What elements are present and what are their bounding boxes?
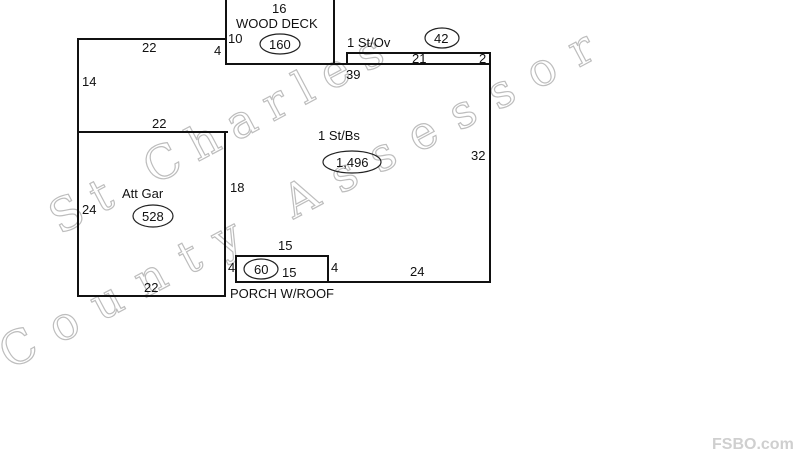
- building-outlines: [77, 0, 491, 297]
- wood-deck-area: 160: [269, 37, 291, 52]
- upper-left-room-outline: [77, 38, 227, 132]
- porch-name: PORCH W/ROOF: [230, 286, 334, 301]
- main-house-dim-right: 32: [471, 148, 485, 163]
- porch-dim-bottom: 15: [282, 265, 296, 280]
- porch-dim-left: 4: [228, 260, 235, 275]
- garage-area-ellipse: [132, 204, 174, 228]
- wood-deck-dim-step: 4: [214, 43, 221, 58]
- main-house-area-ellipse: [322, 150, 382, 174]
- main-house-area: 1,496: [336, 155, 369, 170]
- porch-outline: [235, 255, 329, 283]
- second-story-dim-side: 2: [479, 51, 486, 66]
- second-story-dim-offset: 39: [346, 67, 360, 82]
- wood-deck-dim-top: 16: [272, 1, 286, 16]
- porch-area: 60: [254, 262, 268, 277]
- wood-deck-name: WOOD DECK: [236, 16, 318, 31]
- assessor-watermark: St Charles County Assessor: [0, 9, 621, 380]
- garage-dim-side: 24: [82, 202, 96, 217]
- second-story-area: 42: [434, 31, 448, 46]
- second-story-name: 1 St/Ov: [347, 35, 391, 50]
- wood-deck-outline: [225, 0, 335, 65]
- porch-dim-right: 4: [331, 260, 338, 275]
- main-house-outline: [328, 63, 491, 283]
- area-ellipses: [132, 27, 460, 280]
- fsbo-brand-logo: FSBO.com: [712, 436, 794, 453]
- main-house-dim-left: 18: [230, 180, 244, 195]
- garage-area: 528: [142, 209, 164, 224]
- main-house-dim-divider: 22: [152, 116, 166, 131]
- wood-deck-dim-side: 10: [228, 31, 242, 46]
- second-story-dim-top: 21: [412, 51, 426, 66]
- garage-dim-bottom: 22: [144, 280, 158, 295]
- porch-dim-top: 15: [278, 238, 292, 253]
- upper-room-dim-side: 14: [82, 74, 96, 89]
- upper-room-dim-top: 22: [142, 40, 156, 55]
- garage-outline: [77, 131, 226, 297]
- garage-name: Att Gar: [122, 186, 164, 201]
- porch-area-ellipse: [243, 258, 279, 280]
- wood-deck-area-ellipse: [259, 33, 301, 55]
- second-story-outline: [346, 52, 491, 64]
- second-story-area-ellipse: [424, 27, 460, 49]
- main-house-name: 1 St/Bs: [318, 128, 360, 143]
- main-house-dim-bottom: 24: [410, 264, 424, 279]
